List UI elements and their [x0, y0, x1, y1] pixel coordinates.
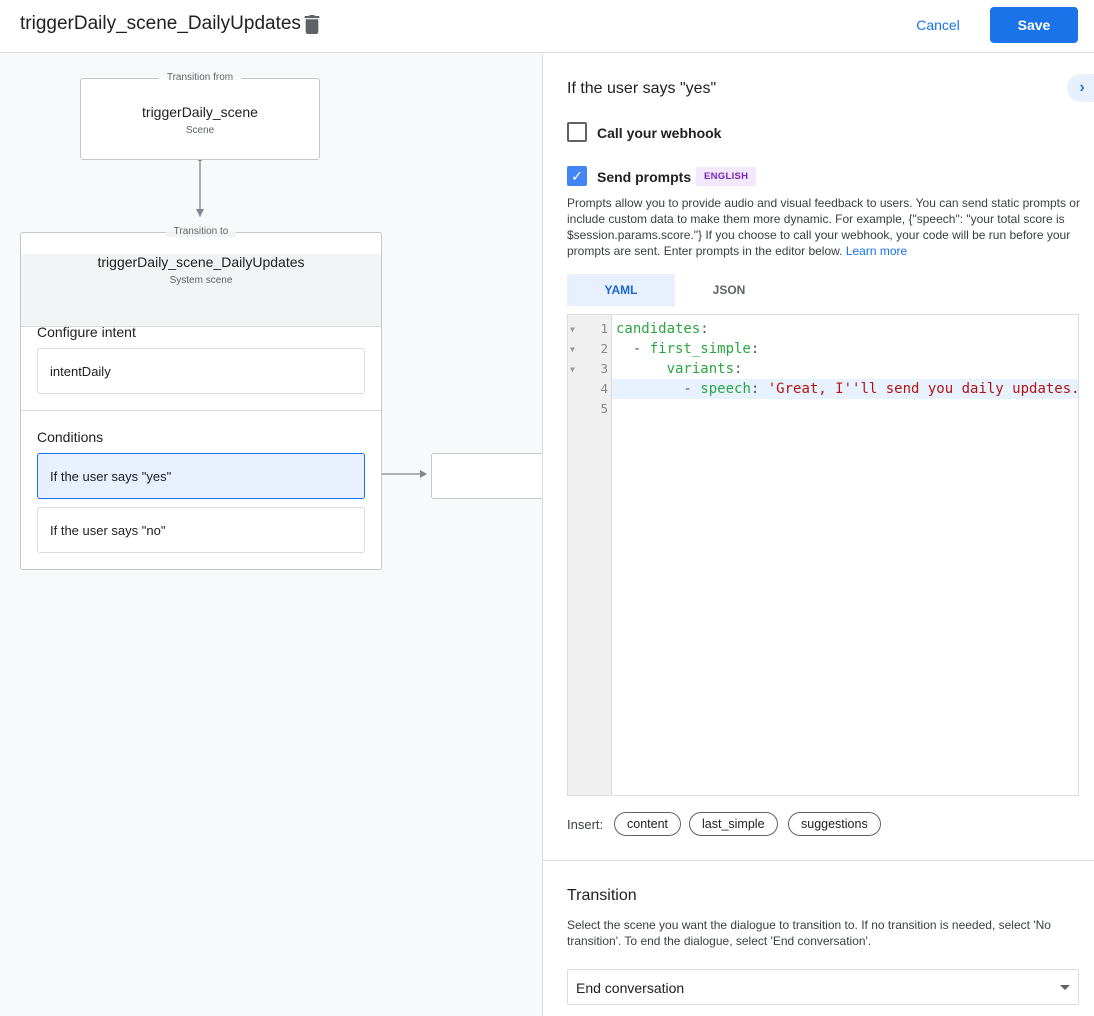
save-button[interactable]: Save [990, 7, 1078, 43]
header: triggerDaily_scene_DailyUpdates Cancel S… [0, 0, 1094, 53]
scene-type: Scene [185, 125, 215, 136]
line-gutter: 1 ▼ 2 ▼ 3 ▼ 4 5 [568, 315, 612, 795]
code-editor[interactable]: 1 ▼ 2 ▼ 3 ▼ 4 5 candidates: - first_simple: var… [567, 314, 1079, 796]
prompts-description: Prompts allow you to provide audio and v… [567, 195, 1083, 259]
tab-yaml[interactable]: YAML [567, 274, 675, 306]
divider [543, 860, 1094, 861]
insert-label: Insert: [567, 817, 604, 832]
code-line: candidates: [616, 321, 709, 337]
line-number: 5 [600, 401, 608, 416]
fold-arrow-icon[interactable]: ▼ [570, 365, 575, 374]
code-line: - speech: 'Great, I''ll send you daily u… [612, 379, 1078, 399]
transition-to-node: Transition to triggerDaily_scene_DailyUp… [20, 226, 382, 570]
language-badge: ENGLISH [696, 167, 757, 186]
tab-json[interactable]: JSON [712, 283, 746, 297]
scene-name: triggerDaily_scene_DailyUpdates [97, 254, 305, 270]
legend: Transition from [158, 72, 242, 83]
insert-chip-suggestions[interactable]: suggestions [788, 812, 881, 836]
insert-chip-content[interactable]: content [614, 812, 682, 836]
line-number: 3 [600, 361, 608, 376]
send-prompts-label: Send prompts [597, 169, 692, 185]
condition-panel: If the user says "yes" › Call your webho… [542, 54, 1094, 1016]
fold-arrow-icon[interactable]: ▼ [570, 345, 575, 354]
dropdown-arrow-icon [1060, 985, 1070, 990]
intent-item[interactable]: intentDaily [37, 348, 365, 394]
chevron-right-icon[interactable]: › [1067, 74, 1094, 102]
code-line: variants: [666, 361, 743, 377]
line-number: 2 [600, 341, 608, 356]
panel-title: If the user says "yes" [567, 80, 717, 97]
condition-no[interactable]: If the user says "no" [37, 507, 365, 553]
transition-select[interactable]: End conversation [567, 969, 1079, 1005]
fold-arrow-icon[interactable]: ▼ [570, 325, 575, 334]
cancel-button[interactable]: Cancel [905, 8, 971, 42]
insert-chip-last-simple[interactable]: last_simple [689, 812, 778, 836]
target-node[interactable] [431, 453, 542, 499]
scene-type: System scene [169, 275, 233, 286]
page-title: triggerDaily_scene_DailyUpdates [20, 13, 301, 34]
learn-more-link[interactable]: Learn more [845, 244, 908, 258]
line-number: 4 [600, 381, 608, 396]
transition-description: Select the scene you want the dialogue t… [567, 918, 1051, 948]
code-line [616, 399, 1078, 419]
send-prompts-checkbox[interactable]: ✓ [567, 166, 587, 186]
condition-yes[interactable]: If the user says "yes" [37, 453, 365, 499]
transition-title: Transition [567, 887, 637, 904]
webhook-checkbox[interactable] [567, 122, 587, 142]
check-icon: ✓ [571, 168, 583, 184]
transition-from-node[interactable]: Transition from triggerDaily_scene Scene [80, 72, 320, 160]
trash-icon[interactable] [304, 15, 320, 34]
legend: Transition to [165, 226, 237, 237]
scene-name: triggerDaily_scene [142, 104, 258, 120]
flow-canvas: Transition from triggerDaily_scene Scene… [0, 54, 542, 1016]
description-text: Prompts allow you to provide audio and v… [567, 196, 1080, 258]
configure-intent-label: Configure intent [37, 324, 136, 340]
webhook-label: Call your webhook [597, 125, 722, 141]
line-number: 1 [600, 321, 608, 336]
conditions-label: Conditions [37, 429, 104, 445]
selected-value: End conversation [576, 980, 685, 996]
code-line: - first_simple: [616, 341, 760, 357]
